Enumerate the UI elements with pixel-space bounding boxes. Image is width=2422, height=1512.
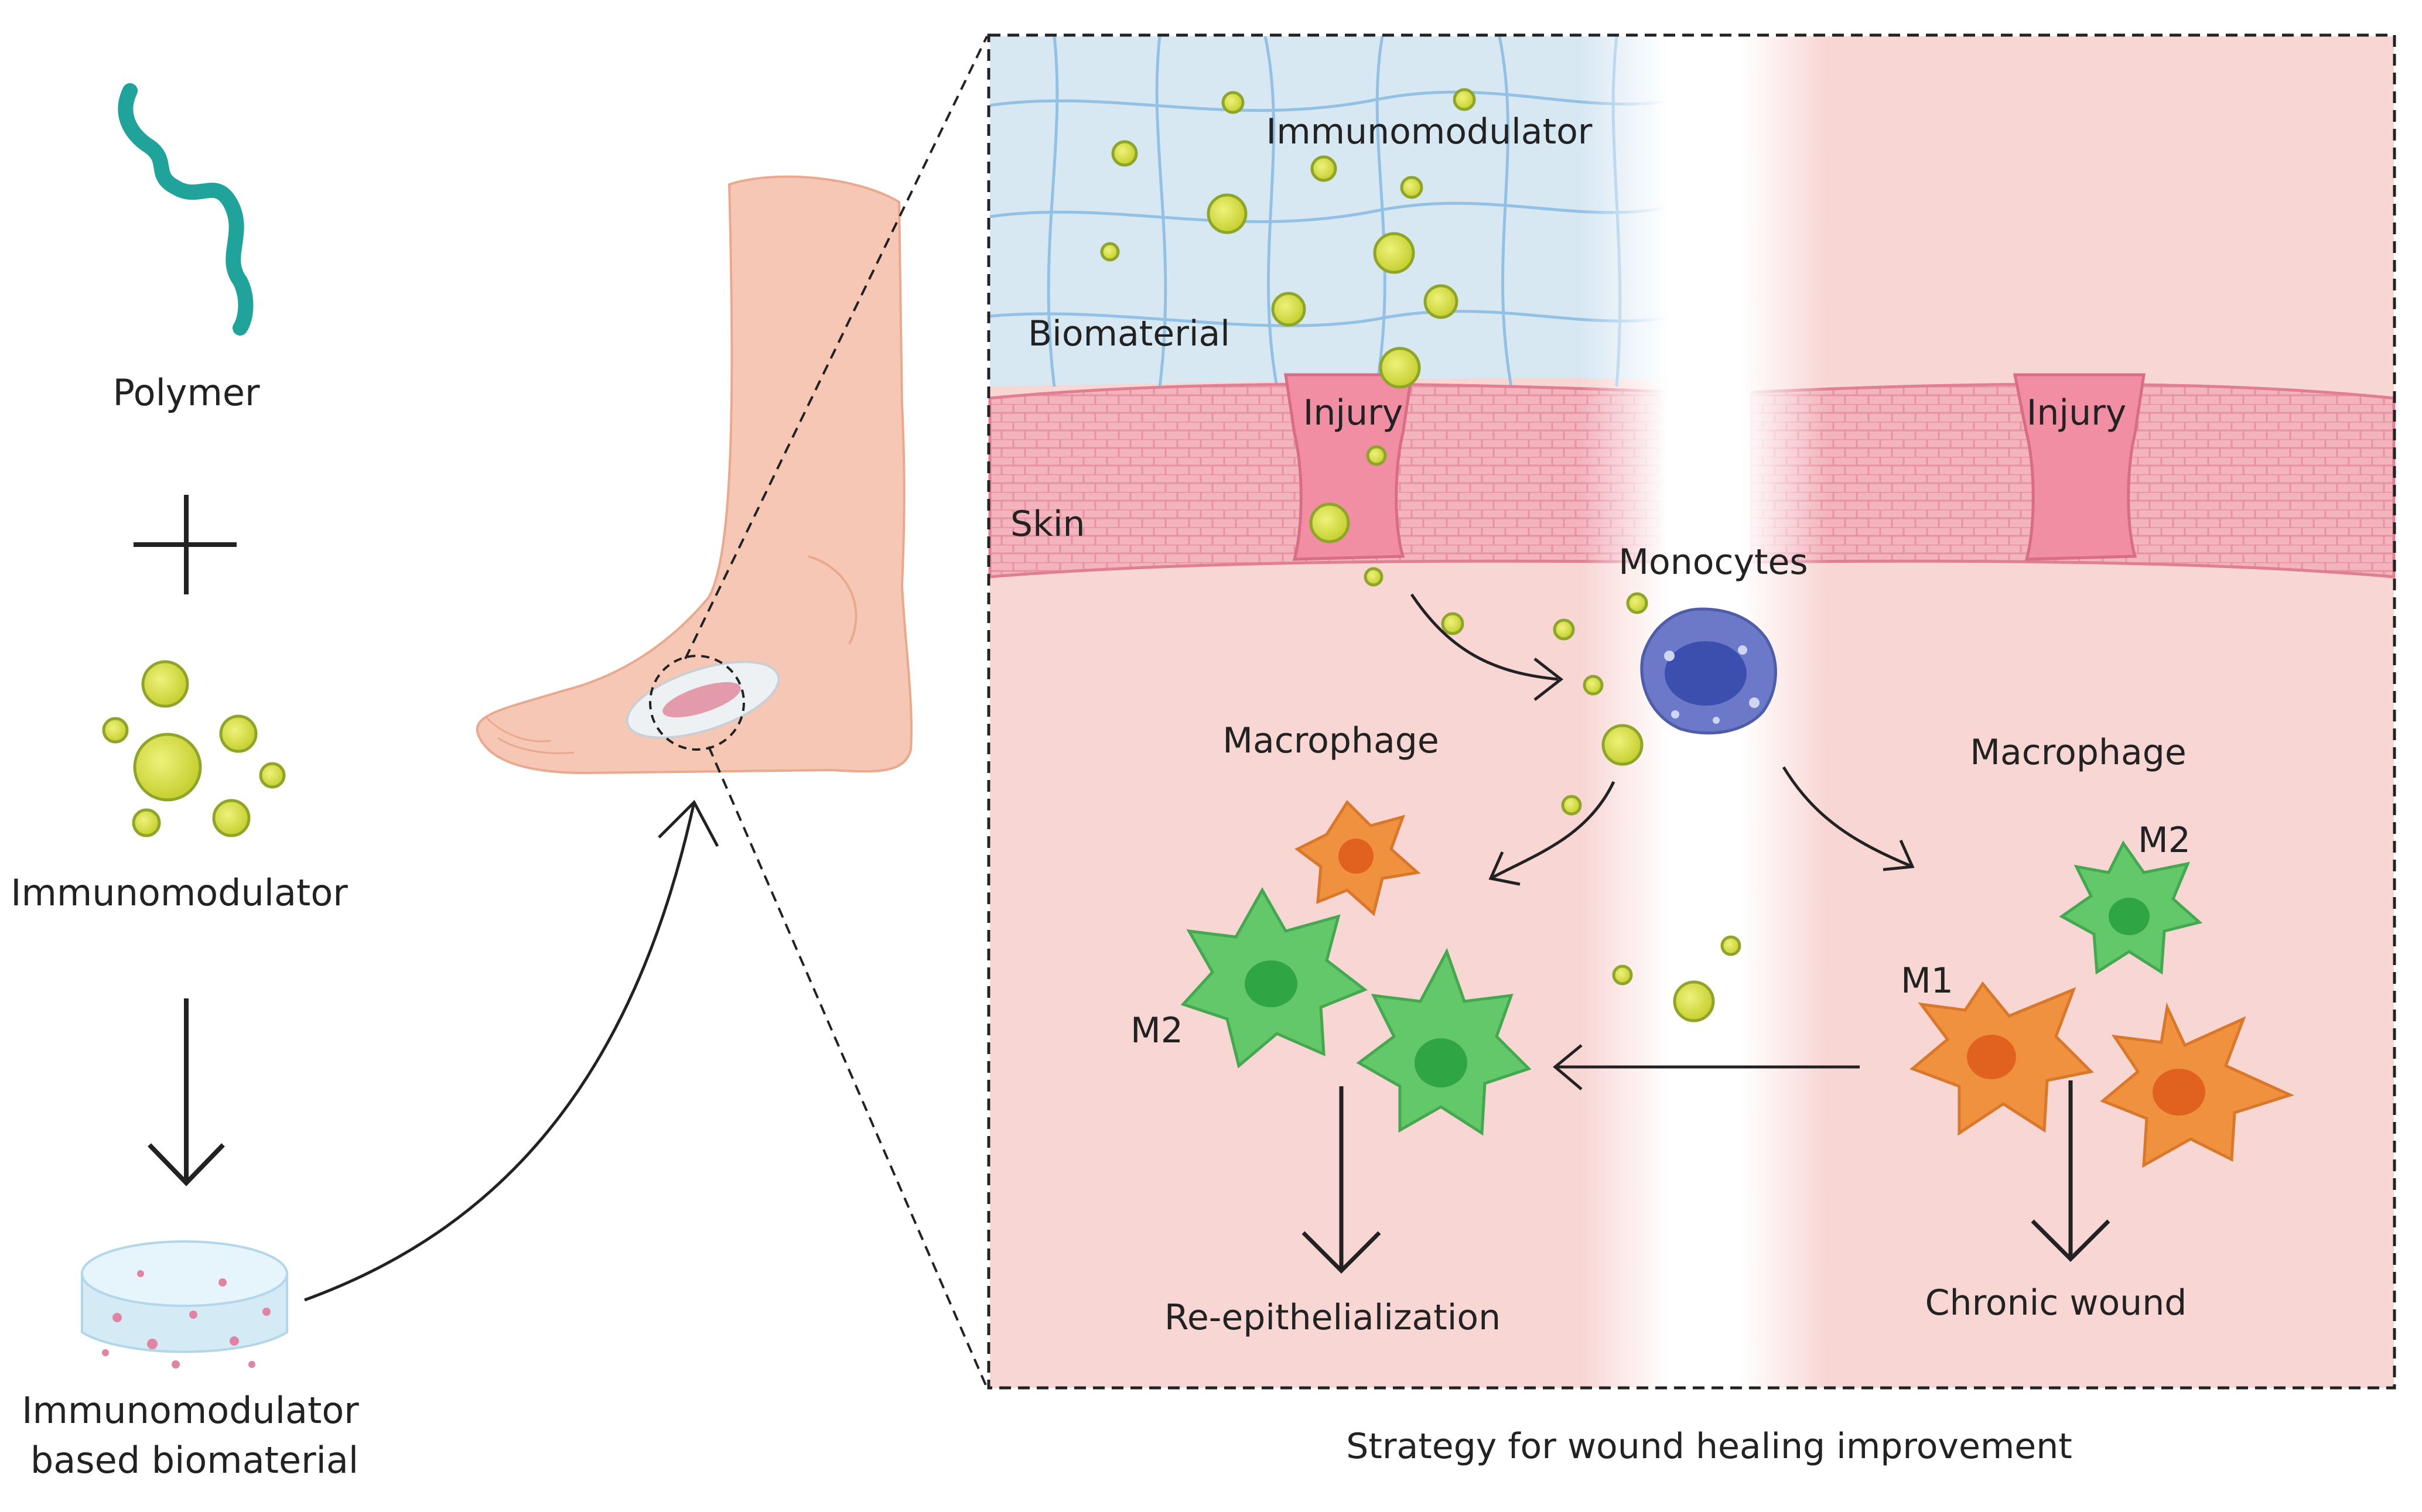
m2-right-label: M2 xyxy=(2138,820,2191,861)
macrophage-left-label: Macrophage xyxy=(1222,720,1439,761)
immunomodulator-label: Immunomodulator xyxy=(11,871,348,914)
immunomodulator-particles xyxy=(1100,88,1741,1022)
detail-panel: Immunomodulator Biomaterial Injury Injur… xyxy=(987,33,2396,1390)
detail-immunomodulator-label: Immunomodulator xyxy=(1266,111,1593,152)
detail-panel-border xyxy=(987,33,2396,1390)
monocyte-cell xyxy=(1640,607,1777,735)
skin-label: Skin xyxy=(1010,504,1085,545)
apply-arrow-head xyxy=(658,799,719,847)
down-arrow-icon xyxy=(148,998,225,1186)
left-panel: Polymer Immunomodulator xyxy=(11,83,719,1482)
macrophage-m1-left xyxy=(1294,800,1421,916)
immunomodulator-particles-icon xyxy=(102,660,286,837)
biomaterial-disc-icon xyxy=(81,1240,288,1369)
figure-caption: Strategy for wound healing improvement xyxy=(1346,1426,2072,1467)
flow-arrows xyxy=(1410,593,1915,1090)
macrophage-m1-right-2 xyxy=(2100,1002,2294,1168)
outcome-chronic-wound: Chronic wound xyxy=(1925,1282,2187,1323)
outcome-re-epithelialization: Re-epithelialization xyxy=(1164,1297,1501,1338)
biomaterial-label-line1: Immunomodulator xyxy=(22,1389,359,1432)
macrophage-right-label: Macrophage xyxy=(1970,732,2186,773)
biomaterial-label-line2: based biomaterial xyxy=(30,1439,358,1482)
polymer-label: Polymer xyxy=(112,371,260,414)
macrophage-m2-left-2 xyxy=(1356,947,1532,1136)
macrophage-m2-left-1 xyxy=(1180,887,1368,1069)
foot-illustration xyxy=(476,175,913,775)
plus-icon xyxy=(134,495,237,594)
zoom-line-bottom xyxy=(708,746,988,1388)
injury-right xyxy=(2013,373,2146,561)
injury-right-label: Injury xyxy=(2027,392,2127,433)
wound-focus-circle xyxy=(649,655,745,751)
apply-arrow xyxy=(304,802,696,1302)
macrophage-m1-right-1 xyxy=(1909,981,2095,1136)
monocytes-label: Monocytes xyxy=(1618,542,1808,583)
m1-label: M1 xyxy=(1901,960,1953,1001)
zoom-line-top xyxy=(684,36,988,659)
injury-left-label: Injury xyxy=(1303,392,1403,433)
outcome-arrows xyxy=(1301,1080,2110,1274)
polymer-icon xyxy=(118,83,254,336)
macrophage-m2-right xyxy=(2059,840,2203,975)
m2-left-label: M2 xyxy=(1130,1010,1183,1051)
detail-biomaterial-label: Biomaterial xyxy=(1028,313,1230,354)
